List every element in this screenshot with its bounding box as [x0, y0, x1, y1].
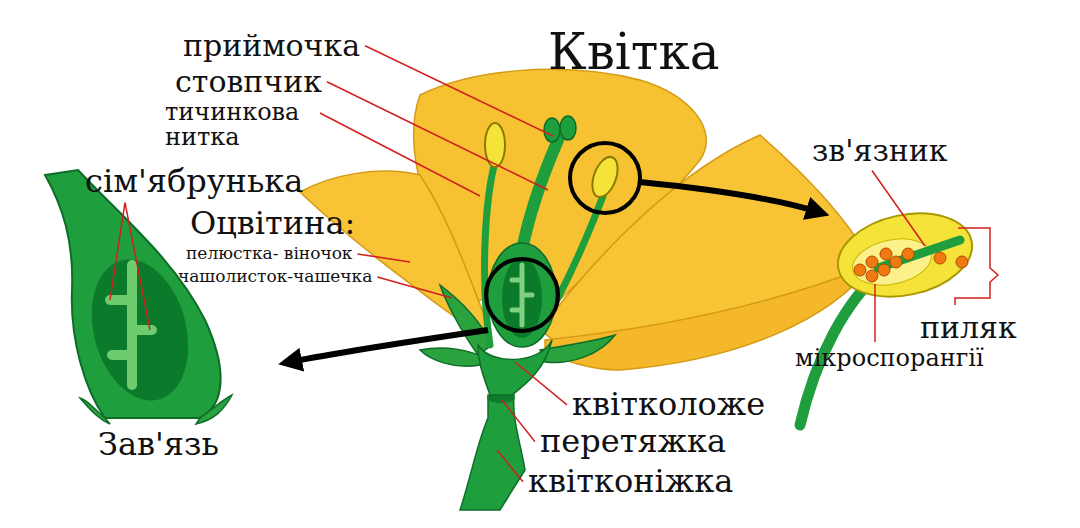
- stigma: [560, 116, 576, 140]
- sepal: [196, 395, 232, 424]
- anther-bracket: [955, 228, 998, 305]
- leader-line: [502, 400, 535, 442]
- leader-line: [365, 46, 553, 136]
- part-label: приймочка: [183, 30, 360, 62]
- zoom-circle: [486, 259, 558, 331]
- leader-line: [320, 113, 480, 196]
- pollen-grain: [878, 264, 890, 276]
- part-label: тичинкова нитка: [165, 100, 315, 150]
- pedicel: [460, 395, 525, 510]
- part-label: перетяжка: [540, 425, 726, 459]
- leader-line: [497, 450, 523, 482]
- part-label: стовпчик: [175, 66, 322, 98]
- part-label: мікроспорангії: [795, 346, 984, 371]
- sepal: [420, 348, 485, 366]
- part-label: Оцвітина:: [190, 207, 355, 241]
- stigma: [544, 118, 560, 142]
- pollen-grain: [866, 256, 878, 268]
- pollen-grain: [866, 270, 878, 282]
- zoom-circle: [570, 143, 640, 213]
- leader-line: [358, 254, 411, 262]
- pollen-grain: [890, 256, 902, 268]
- leader-line: [874, 284, 876, 342]
- part-label: сім'ябрунька: [85, 165, 303, 199]
- part-label: квітконіжка: [528, 465, 733, 499]
- pollen-grain: [880, 248, 892, 260]
- ovule: [110, 265, 152, 385]
- part-label: пелюстка- віночок: [186, 245, 353, 263]
- leader-line: [872, 171, 925, 247]
- sepal: [540, 335, 615, 363]
- part-label: пиляк: [920, 312, 1017, 344]
- part-label: зв'язник: [812, 135, 948, 167]
- connective: [878, 240, 960, 268]
- leader-line: [377, 277, 452, 298]
- pollen-grain: [956, 256, 968, 268]
- sepal: [80, 398, 110, 424]
- part-label: Зав'язь: [98, 428, 219, 462]
- pollen-sac: [848, 232, 935, 292]
- pollen-grain: [934, 252, 946, 264]
- anther: [587, 154, 622, 201]
- part-label: чашолисток-чашечка: [178, 268, 372, 286]
- leader-line: [110, 203, 125, 300]
- zoom-arrow: [290, 330, 488, 362]
- leader-line: [515, 362, 567, 405]
- pollen-grain: [902, 248, 914, 260]
- zoom-arrow: [640, 182, 818, 212]
- pollen-grain: [854, 264, 866, 276]
- ovule: [512, 265, 532, 325]
- part-label: квітколоже: [572, 388, 765, 422]
- style: [522, 140, 558, 250]
- pollen-grains: [854, 248, 968, 282]
- diagram-title: Квітка: [548, 26, 720, 79]
- leader-line: [125, 203, 150, 330]
- petal: [540, 135, 872, 345]
